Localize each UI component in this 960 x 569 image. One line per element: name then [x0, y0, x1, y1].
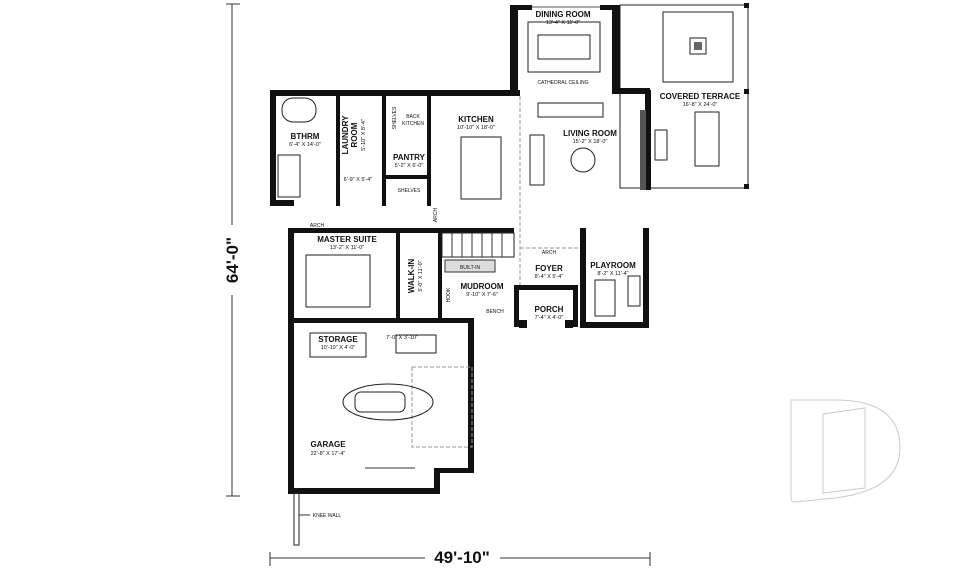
- dimension-depth: 64'-0": [222, 3, 242, 497]
- bench-label: BENCH: [486, 309, 504, 315]
- laundry-line2: ROOM: [350, 122, 359, 147]
- dining-room-name: DINING ROOM: [535, 10, 590, 19]
- bathroom-size: 6'-4" X 14'-0": [289, 142, 321, 148]
- mudroom-size: 9'-10" X 7'-6": [466, 292, 498, 298]
- porch-size: 7'-4" X 4'-0": [535, 315, 564, 321]
- kitchen-size: 10'-10" X 18'-0": [457, 125, 495, 131]
- foyer-size: 8'-4" X 5'-4": [535, 274, 564, 280]
- arch-label-1: ARCH: [310, 223, 325, 229]
- walls: [270, 88, 651, 494]
- living-room-size: 15'-2" X 18'-0": [573, 139, 608, 145]
- dining-room: [510, 5, 620, 93]
- walk-in-size: 5'-0" X 11'-0": [418, 260, 424, 291]
- watermark-logo: [790, 399, 901, 503]
- hook-label: HOOK: [446, 287, 452, 302]
- terrace-name: COVERED TERRACE: [660, 92, 741, 101]
- covered-terrace: [619, 3, 749, 189]
- knee-wall-label: KNEE WALL: [313, 513, 342, 519]
- width-label: 49'-10": [434, 548, 490, 567]
- shelves-label: SHELVES: [398, 188, 421, 194]
- car-icon: [342, 383, 434, 421]
- walk-in-name: WALK-IN: [407, 259, 416, 293]
- pantry-size: 5'-2" X 6'-0": [395, 163, 424, 169]
- furniture: [277, 97, 641, 546]
- living-room-name: LIVING ROOM: [563, 129, 617, 138]
- foyer-name: FOYER: [535, 264, 563, 273]
- back-kitchen-line2: KITCHEN: [402, 121, 424, 127]
- master-suite-size: 13'-2" X 11'-0": [330, 245, 364, 251]
- garage-name: GARAGE: [310, 440, 346, 449]
- back-kitchen-line1: BACK: [406, 114, 420, 120]
- garage-size: 22'-8" X 17'-4": [311, 451, 346, 457]
- bathroom-name: BTHRM: [291, 132, 320, 141]
- dining-room-note: CATHEDRAL CEILING: [537, 80, 588, 86]
- closet-size: 7'-0" X 3'-10": [386, 335, 418, 341]
- depth-label: 64'-0": [223, 237, 242, 283]
- laundry-line1: LAUNDRY: [341, 115, 350, 154]
- master-suite-name: MASTER SUITE: [317, 235, 377, 244]
- hall-wc-size: 6'-9" X 5'-4": [344, 177, 373, 183]
- storage-size: 10'-10" X 4'-0": [321, 345, 356, 351]
- playroom-size: 8'-2" X 11'-4": [597, 271, 628, 277]
- laundry-size: 5'-10" X 8'-4": [361, 119, 367, 151]
- built-in-label: BUILT-IN: [460, 265, 481, 271]
- porch-name: PORCH: [535, 305, 564, 314]
- arch-label-2: ARCH: [433, 208, 439, 223]
- storage-name: STORAGE: [318, 335, 358, 344]
- pantry-name: PANTRY: [393, 153, 426, 162]
- room-labels: DINING ROOM 13'-4" X 11'-0" CATHEDRAL CE…: [289, 10, 741, 519]
- dimension-width: 49'-10": [269, 545, 651, 567]
- terrace-size: 16'-8" X 24'-0": [683, 102, 718, 108]
- kitchen-name: KITCHEN: [458, 115, 494, 124]
- playroom-name: PLAYROOM: [590, 261, 636, 270]
- staircase: [441, 232, 515, 273]
- shelves-label-vertical: SHELVES: [392, 106, 398, 129]
- dining-room-size: 13'-4" X 11'-0": [546, 20, 580, 26]
- mudroom-name: MUDROOM: [460, 282, 503, 291]
- arch-label-3: ARCH: [542, 250, 557, 256]
